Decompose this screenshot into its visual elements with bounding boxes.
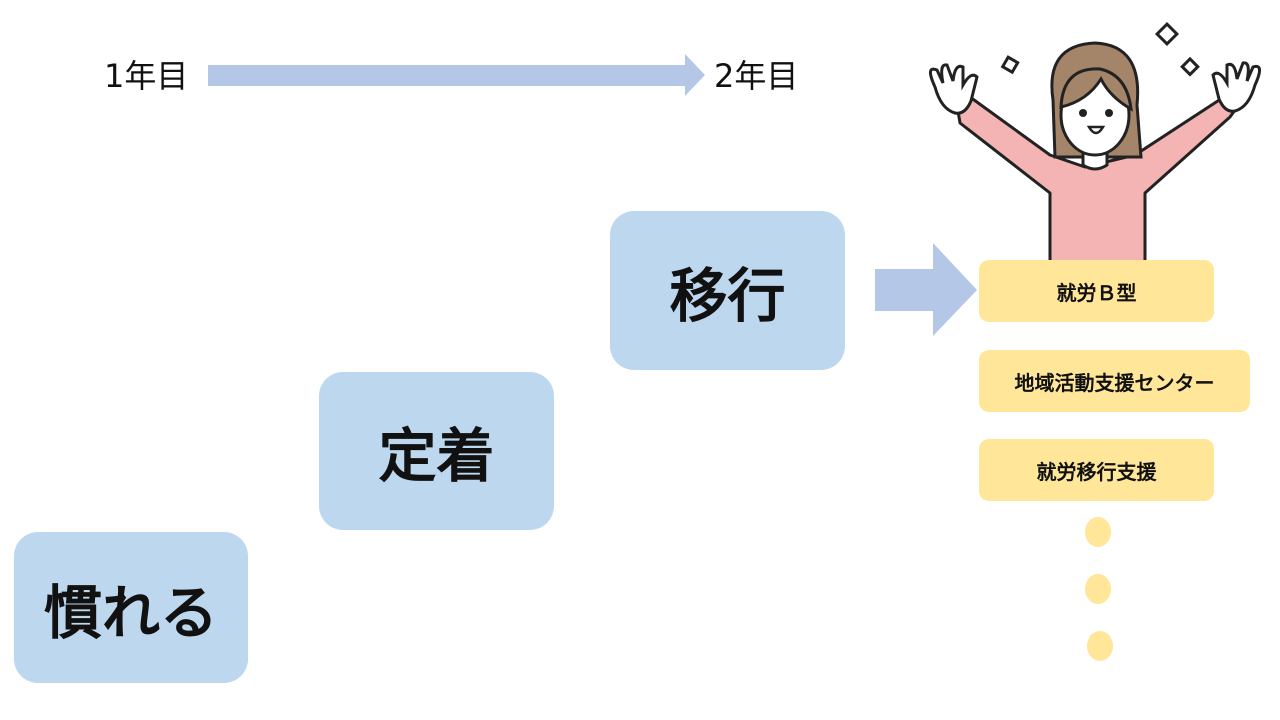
transition-arrow [875, 243, 977, 336]
step-box-get-used: 慣れる [14, 532, 248, 683]
person-cheering-illustration [929, 21, 1261, 265]
destination-label: 就労Ｂ型 [1056, 280, 1137, 305]
step-box-transition: 移行 [610, 211, 845, 370]
destination-employment-transition-support: 就労移行支援 [979, 439, 1214, 501]
year-end-label: 2年目 [714, 57, 799, 95]
destination-employment-type-b: 就労Ｂ型 [979, 260, 1214, 322]
step-box-establish: 定着 [319, 372, 554, 530]
step-label: 移行 [669, 261, 786, 330]
destination-label: 地域活動支援センター [1014, 370, 1215, 395]
ellipsis-dot [1087, 631, 1113, 661]
timeline-arrow [208, 54, 705, 96]
destination-label: 就労移行支援 [1036, 459, 1157, 484]
ellipsis-dot [1085, 574, 1111, 604]
step-label: 慣れる [43, 578, 218, 647]
destination-community-activity-center: 地域活動支援センター [979, 350, 1250, 412]
year-start-label: 1年目 [104, 57, 189, 95]
ellipsis-dot [1085, 517, 1111, 547]
step-label: 定着 [378, 422, 495, 490]
